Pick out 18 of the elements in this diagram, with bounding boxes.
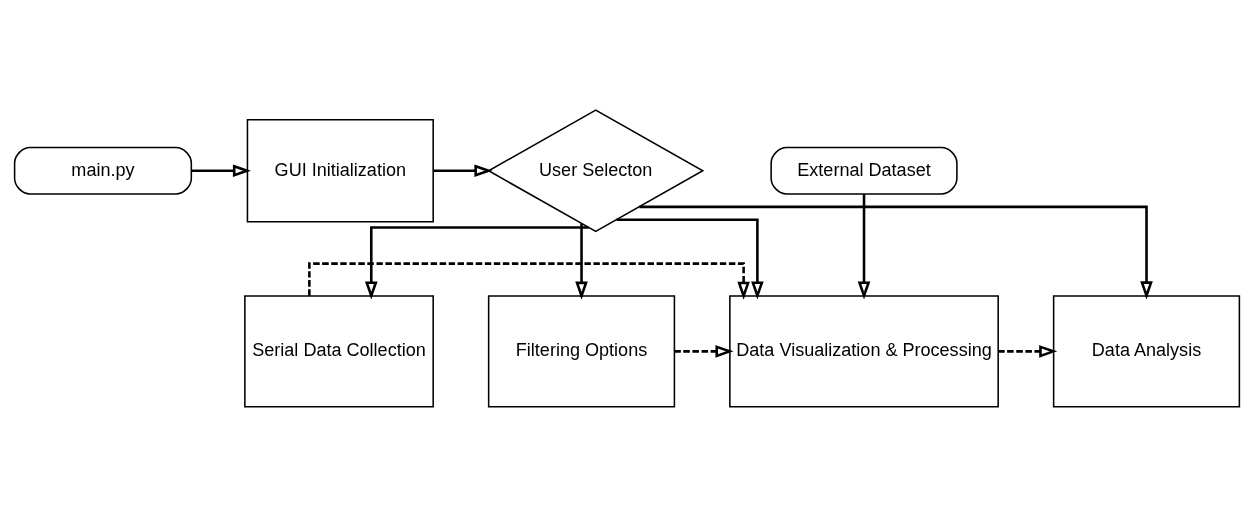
arrow: [433, 163, 493, 177]
node-box: Data Visualization & Processing: [729, 294, 999, 408]
node-box: main.py: [13, 146, 193, 195]
arrow: [639, 205, 1153, 299]
arrow: [364, 225, 589, 299]
arrow: [674, 344, 734, 358]
arrow: [308, 261, 750, 300]
arrow: [998, 344, 1058, 358]
arrow: [616, 218, 764, 299]
arrow: [857, 193, 871, 300]
node-box: External Dataset: [770, 146, 958, 195]
node-box: Filtering Options: [487, 294, 676, 408]
node-box: Data Analysis: [1052, 294, 1241, 408]
arrow: [191, 163, 251, 177]
node-box: GUI Initialization: [246, 118, 434, 222]
node-box: Serial Data Collection: [244, 294, 434, 408]
node-diamond: User Selecton: [487, 108, 705, 232]
arrow: [575, 223, 588, 300]
